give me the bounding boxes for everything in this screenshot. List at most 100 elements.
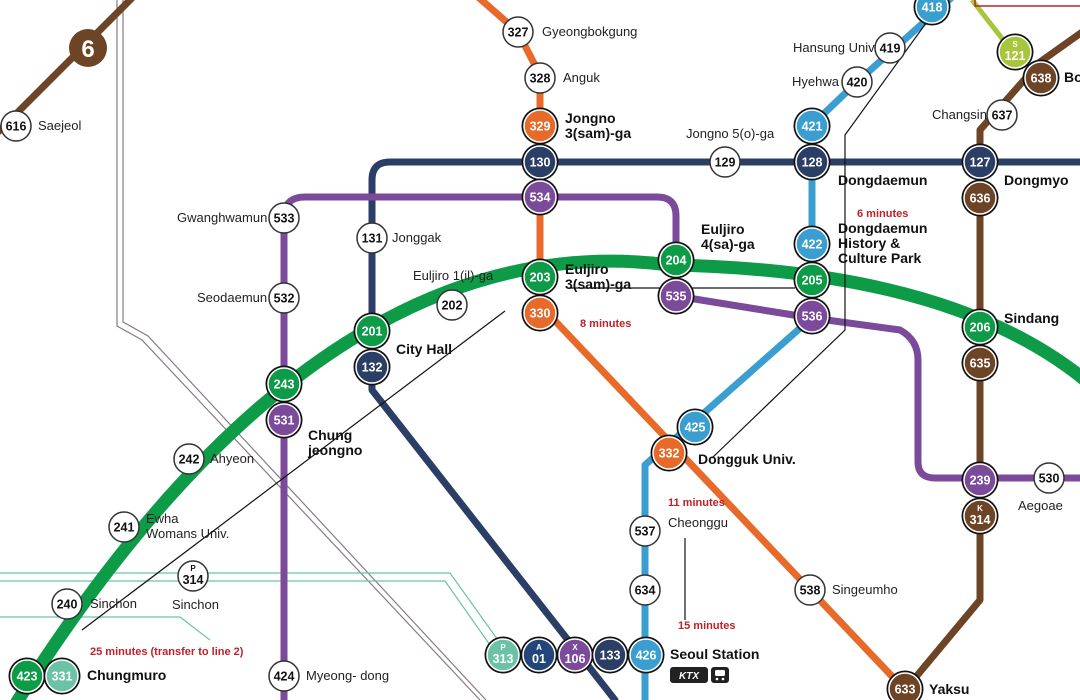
station-130[interactable]: 130 [521, 143, 559, 181]
station-code: 616 [6, 120, 27, 134]
station-code: 534 [530, 191, 551, 205]
station-marker [268, 660, 300, 692]
station-marker [523, 109, 557, 143]
ktx-badge: KTX [670, 667, 708, 683]
station-418[interactable]: 418 [913, 0, 951, 26]
station-133[interactable]: 133 [591, 636, 629, 674]
station-425[interactable]: 425 [676, 408, 714, 446]
station-marker [795, 145, 829, 179]
station-marker [963, 499, 997, 533]
station-marker [51, 588, 83, 620]
station-sub-letter: S [1012, 40, 1018, 49]
station-marker [795, 263, 829, 297]
station-536[interactable]: 536 [793, 297, 831, 335]
annotation-6-minutes: 6 minutes [857, 208, 908, 220]
station-name: Euljiro 1(il)-ga [413, 268, 494, 283]
station-01[interactable]: A01 [520, 636, 558, 674]
station-636[interactable]: 636 [961, 179, 999, 217]
station-206[interactable]: 206 Sindang [961, 308, 1060, 346]
station-531[interactable]: 531 [265, 401, 303, 439]
station-534[interactable]: 534 [521, 178, 559, 216]
line-6-badge-circle [69, 29, 107, 67]
station-205[interactable]: 205 [793, 261, 831, 299]
station-code: 635 [970, 357, 991, 371]
station-name: Chungmuro [87, 667, 166, 683]
train-icon-wheel-right [721, 677, 725, 681]
ktx-badge-box [670, 667, 708, 683]
grey-track-outer [116, 0, 481, 700]
station-marker [0, 110, 32, 142]
station-239[interactable]: 239 [961, 461, 999, 499]
station-marker [963, 181, 997, 215]
station-code: 424 [274, 670, 295, 684]
station-sub-letter: P [190, 564, 196, 573]
station-132[interactable]: 132 [353, 348, 391, 386]
station-code: 205 [802, 274, 823, 288]
station-code: 241 [114, 521, 135, 535]
station-code: 421 [802, 120, 823, 134]
station-421[interactable]: 421 [793, 107, 831, 145]
station-marker [523, 296, 557, 330]
station-marker [841, 66, 873, 98]
station-535[interactable]: 535 [657, 277, 695, 315]
station-code: 636 [970, 192, 991, 206]
station-name: Hyehwa [792, 74, 840, 89]
station-name: Singeumho [832, 582, 898, 597]
station-marker [45, 659, 79, 693]
station-marker [523, 180, 557, 214]
station-marker [524, 62, 556, 94]
station-name: Gyeongbokgung [542, 24, 637, 39]
annotation-11-minutes: 11 minutes [668, 497, 725, 509]
station-code: 132 [362, 361, 383, 375]
station-code: 129 [715, 156, 736, 170]
station-635[interactable]: 635 [961, 344, 999, 382]
station-name: Hansung Univ. [793, 40, 877, 55]
station-code: 243 [274, 378, 295, 392]
station-634[interactable]: 634 [629, 574, 661, 606]
station-330[interactable]: 330 [521, 294, 559, 332]
station-name: Sindang [1004, 310, 1059, 326]
station-code: 131 [362, 232, 383, 246]
station-423[interactable]: 423 [8, 657, 46, 695]
station-code: 203 [530, 271, 551, 285]
station-code: 206 [970, 321, 991, 335]
